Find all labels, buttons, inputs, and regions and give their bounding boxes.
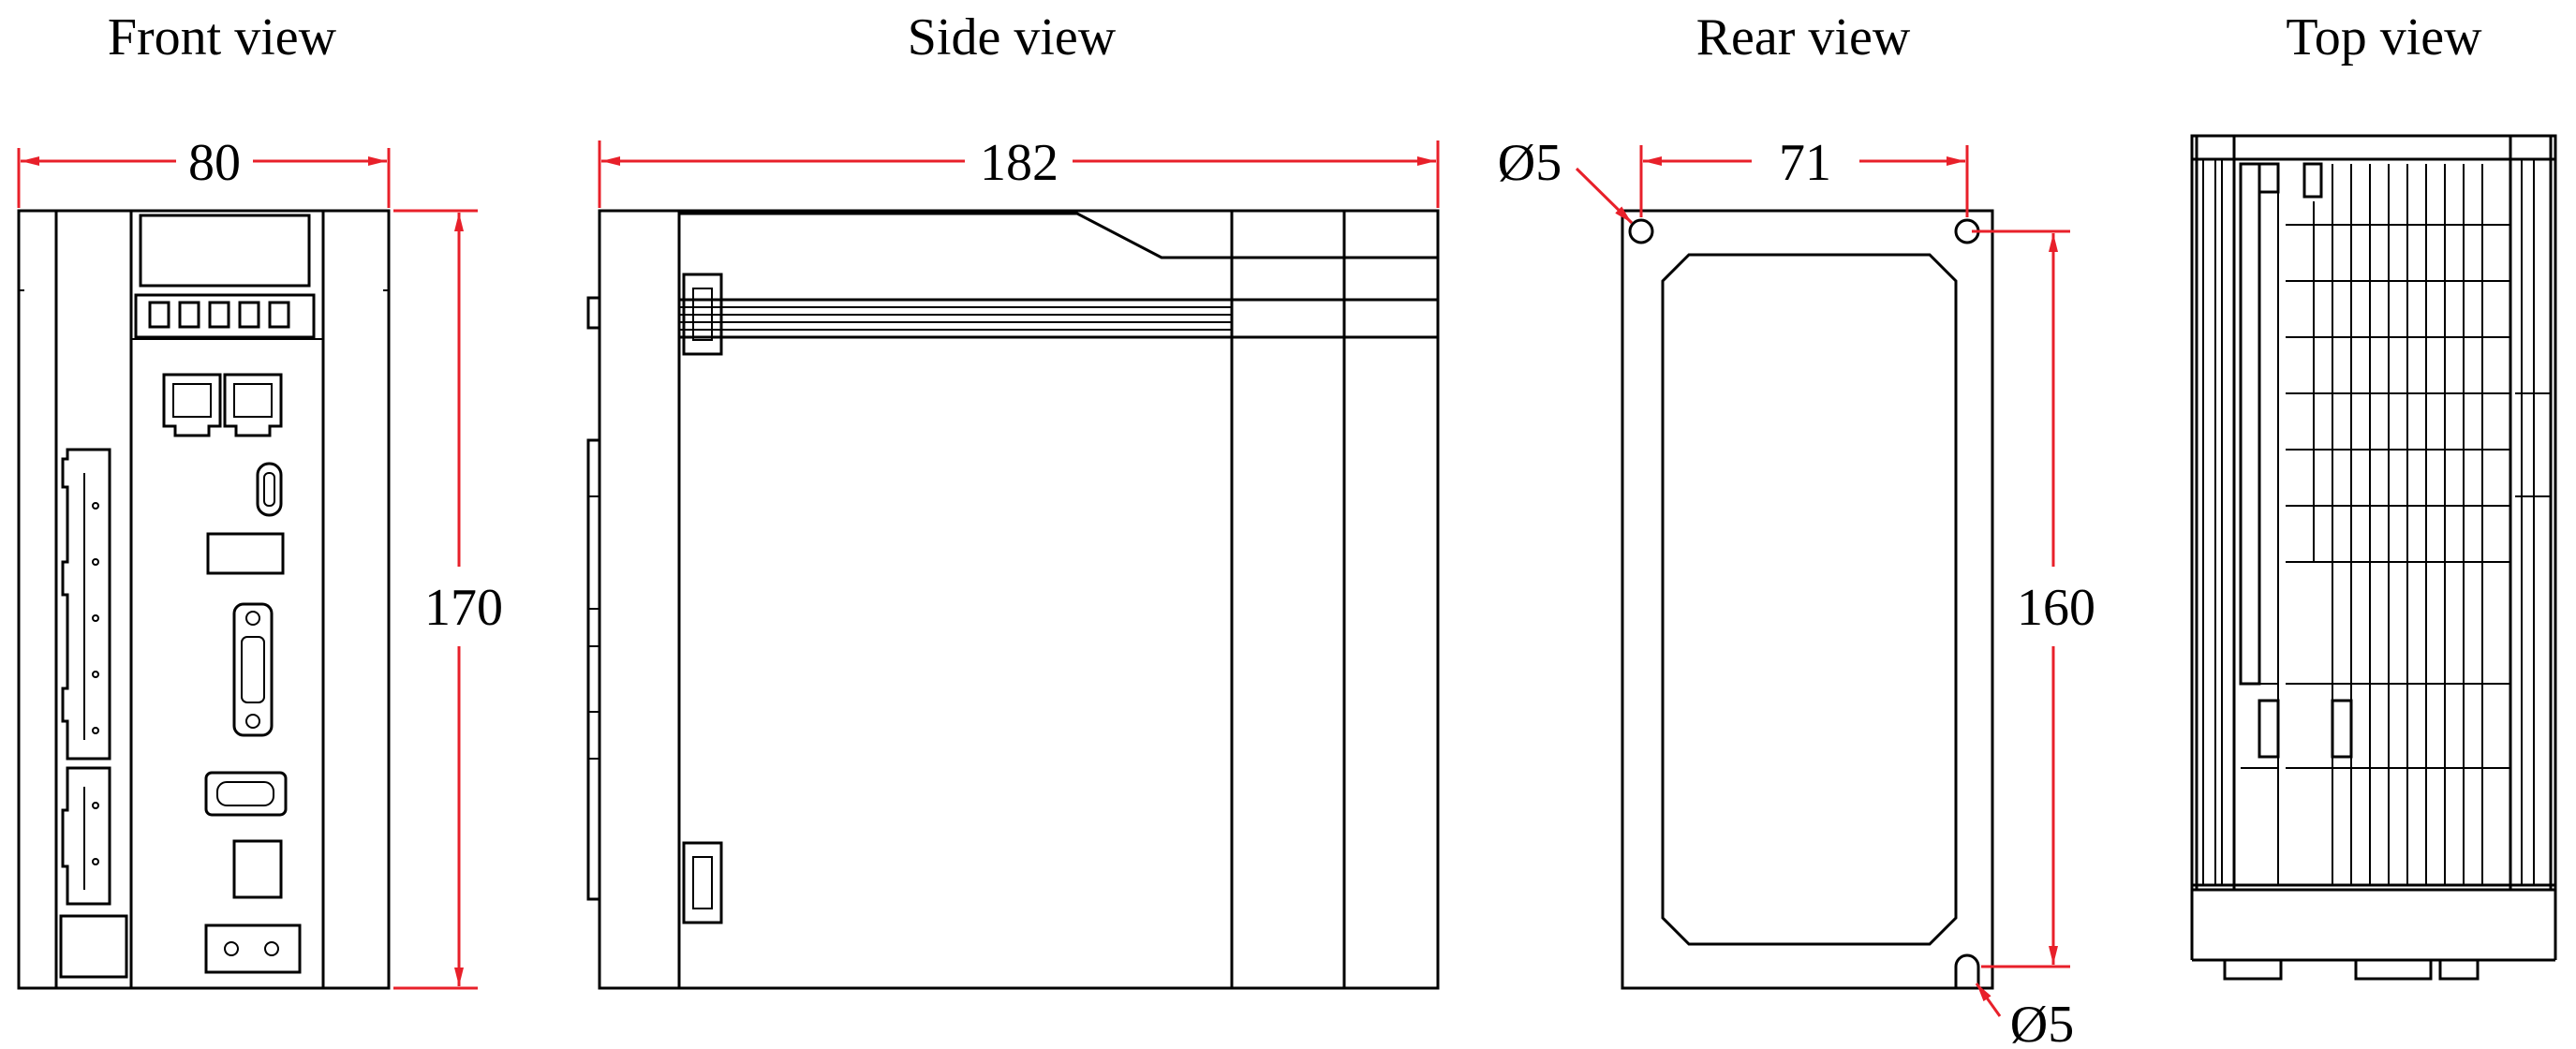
rear-hole-top-left [1628,218,1654,244]
rear-hole-bottom-right [1954,953,1980,988]
title-side-view: Side view [908,8,1117,66]
top-view [2190,134,2557,981]
front-height-value: 170 [424,579,503,637]
rear-hole-spacing-x-dimension: 71 [1639,134,1969,217]
rear-view [1621,209,1994,990]
side-view [586,209,1440,990]
side-depth-value: 182 [980,134,1059,192]
rear-spacing-y-value: 160 [2017,579,2095,637]
title-front-view: Front view [108,8,337,66]
front-view [17,209,391,990]
hole-bottom-label: Ø5 [2010,996,2074,1049]
hole-callout-top: Ø5 [1498,134,1634,225]
hole-callout-bottom: Ø5 [1975,983,2074,1049]
front-height-dimension: 170 [393,209,503,990]
side-depth-dimension: 182 [598,134,1440,208]
front-width-value: 80 [188,134,241,192]
rear-spacing-x-value: 71 [1779,134,1831,192]
rear-hole-spacing-y-dimension: 160 [1972,229,2095,968]
title-top-view: Top view [2286,8,2482,66]
title-rear-view: Rear view [1696,8,1911,66]
hole-top-label: Ø5 [1498,134,1562,192]
front-width-dimension: 80 [17,134,391,208]
